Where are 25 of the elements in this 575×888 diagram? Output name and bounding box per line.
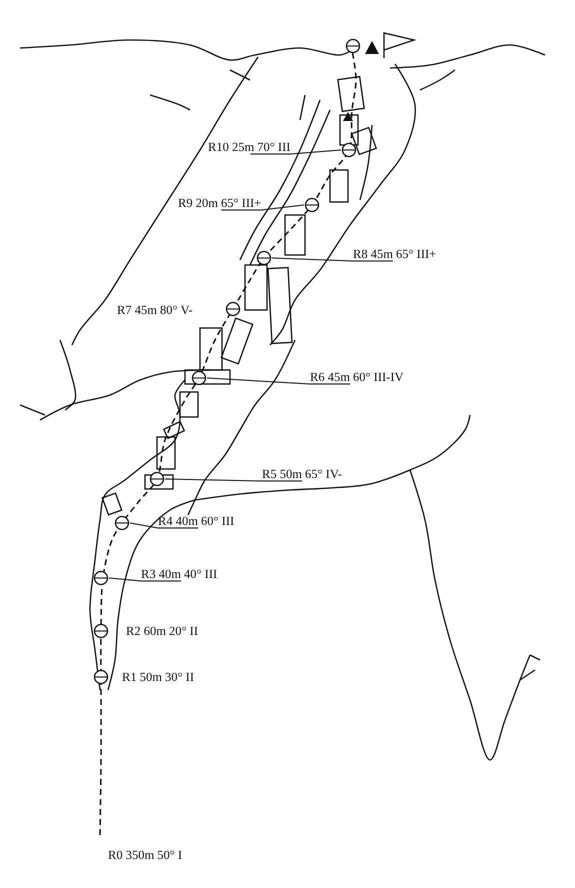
leader-line: [206, 378, 350, 384]
pitch-label: R1 50m 30° II: [122, 670, 194, 684]
leader-line: [250, 150, 342, 154]
belay-station-symbol: [341, 142, 357, 158]
leader-line: [220, 204, 304, 210]
pitch-label: R0 350m 50° I: [108, 848, 182, 862]
leader-line: [272, 258, 394, 262]
belay-station-symbol: [149, 471, 165, 487]
pitch-label: R5 50m 65° IV-: [262, 467, 342, 481]
belay-station-symbol: [191, 370, 207, 386]
belay-station-symbol: [304, 197, 320, 213]
leader-line: [164, 478, 302, 482]
belay-station-symbol: [256, 250, 272, 266]
belay-station-symbol: [93, 570, 109, 586]
pitch-label: R3 40m 40° III: [141, 567, 218, 581]
pitch-label: R4 40m 60° III: [158, 514, 234, 528]
pitch-label: R9 20m 65° III+: [178, 196, 262, 210]
belay-station-symbol: [114, 515, 130, 531]
pitch-label: R7 45m 80° V-: [117, 303, 193, 317]
pitch-label: R10 25m 70° III: [208, 140, 290, 154]
pitch-label: R8 45m 65° III+: [353, 247, 436, 261]
pitch-label: R6 45m 60° III-IV: [310, 370, 404, 384]
leader-line: [130, 522, 198, 528]
leader-line: [108, 578, 182, 582]
pitch-label: R2 60m 20° II: [126, 624, 198, 638]
